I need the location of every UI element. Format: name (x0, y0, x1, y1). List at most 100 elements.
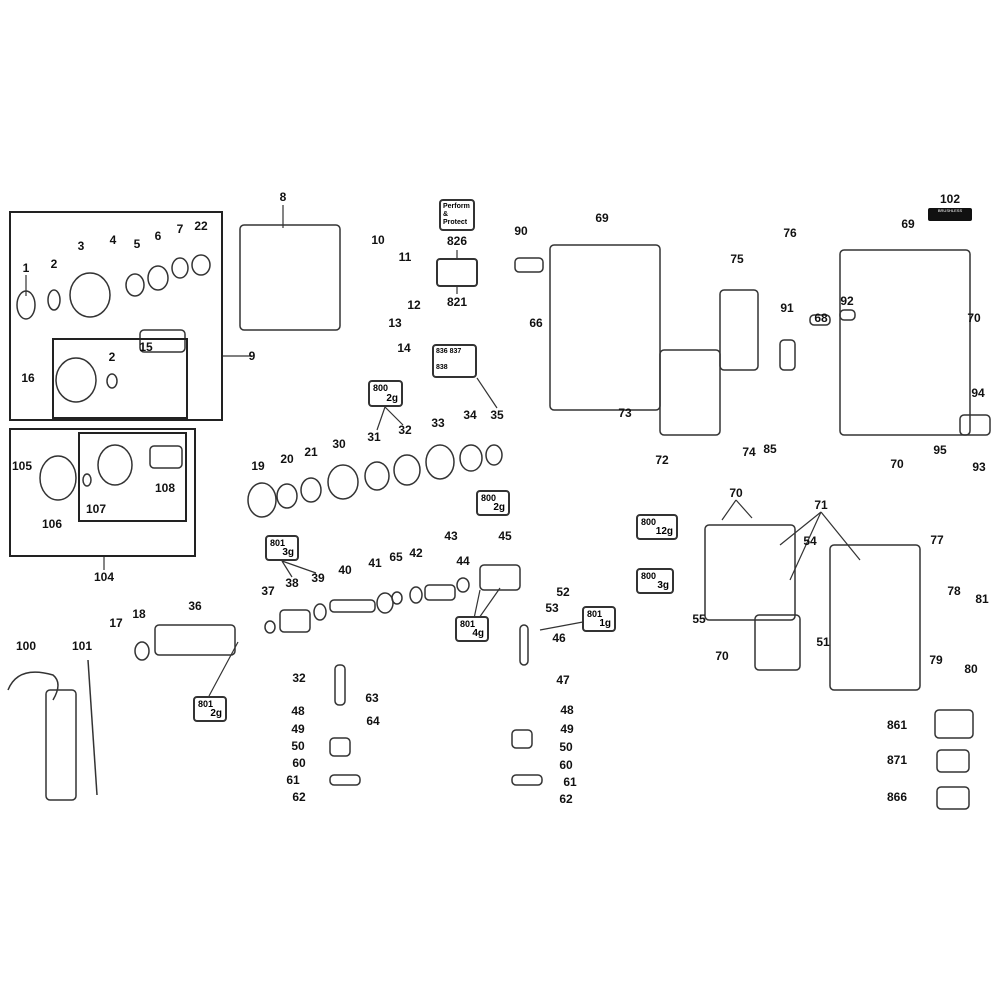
kit-number: 801 (460, 619, 476, 629)
part-label: 1 (22, 261, 30, 275)
part-label: 10 (371, 233, 385, 247)
part-label: 108 (154, 481, 176, 495)
kit-grams: 1g (599, 618, 611, 629)
part-label: 30 (332, 437, 346, 451)
kit-grams: 12g (655, 526, 673, 537)
part-label: 76 (783, 226, 797, 240)
part-label: 871 (886, 753, 908, 767)
kit-838: 838 (436, 364, 448, 371)
part-label: 8 (279, 190, 287, 204)
bearing (329, 774, 361, 786)
kit-836: 836 (436, 348, 448, 355)
part-label: 13 (388, 316, 402, 330)
part-label: 36 (188, 599, 202, 613)
ring-part (134, 641, 150, 661)
ring-part (393, 454, 421, 486)
handle-clamp (7, 671, 59, 701)
fwd-rev-switch (779, 339, 796, 371)
cover (959, 414, 991, 436)
part-label: 81 (975, 592, 989, 606)
part-label: 78 (947, 584, 961, 598)
part-label: 33 (431, 416, 445, 430)
ring-part (313, 603, 327, 621)
charger-866 (936, 786, 970, 810)
kit-number: 801 (198, 699, 214, 709)
part-label: 94 (971, 386, 985, 400)
switch (514, 257, 544, 273)
leader-line (281, 560, 293, 578)
part-label: 39 (311, 571, 325, 585)
bearing-cup (511, 729, 533, 749)
ring-part (409, 586, 423, 604)
part-label: 62 (292, 790, 306, 804)
ring-part (276, 483, 298, 509)
part-label: 51 (816, 635, 830, 649)
part-label: 93 (972, 460, 986, 474)
part-label: 12 (407, 298, 421, 312)
part-label: 62 (559, 792, 573, 806)
ring-part (39, 455, 77, 501)
ring-part (106, 373, 118, 389)
part-label: 3 (77, 239, 85, 253)
ring-part (171, 257, 189, 279)
part-label: 11 (398, 250, 412, 264)
part-label: 50 (559, 740, 573, 754)
part-label: 42 (409, 546, 423, 560)
part-label: 49 (560, 722, 574, 736)
part-label: 107 (85, 502, 107, 516)
housing-left (549, 244, 661, 411)
part-label: 104 (93, 570, 115, 584)
ring-part (456, 577, 470, 593)
part-label: 5 (133, 237, 141, 251)
leader-line (384, 406, 404, 426)
group-box-15-16 (52, 338, 188, 419)
part-label: 61 (286, 773, 300, 787)
block (839, 309, 856, 321)
part-label: 52 (556, 585, 570, 599)
spindle-assy (149, 445, 183, 469)
kit-number: 801 (587, 609, 603, 619)
part-label: 102 (939, 192, 961, 206)
leader-line (476, 377, 498, 409)
part-label: 44 (456, 554, 470, 568)
kit-grams: 3g (657, 580, 669, 591)
part-label: 861 (886, 718, 908, 732)
ring-part (82, 473, 92, 487)
leader-line (779, 511, 822, 546)
part-label: 31 (367, 430, 381, 444)
ring-part (247, 482, 277, 518)
part-label: 106 (41, 517, 63, 531)
kit-number: 800 (481, 493, 497, 503)
group-box-108 (78, 432, 187, 522)
part-label: 74 (742, 445, 756, 459)
kit-number: 800 (641, 517, 657, 527)
group-box-104 (9, 428, 196, 557)
part-label: 35 (490, 408, 504, 422)
part-label: 64 (366, 714, 380, 728)
ring-part (391, 591, 403, 605)
depth-rod (87, 659, 98, 796)
motor (659, 349, 721, 436)
part-label: 46 (552, 631, 566, 645)
sleeve (279, 609, 311, 633)
part-label: 54 (803, 534, 817, 548)
kit-grams: 4g (472, 628, 484, 639)
part-label: 53 (545, 601, 559, 615)
spring (809, 314, 831, 326)
part-label: 69 (595, 211, 609, 225)
part-label: 72 (655, 453, 669, 467)
ring-part (327, 464, 359, 500)
sticker-826: Perform & Protect (439, 199, 475, 231)
leader-line (208, 641, 239, 697)
part-label: 6 (154, 229, 162, 243)
ring-part (376, 592, 394, 614)
kit-grams: 3g (282, 547, 294, 558)
part-label: 79 (929, 653, 943, 667)
part-label: 826 (446, 234, 468, 248)
